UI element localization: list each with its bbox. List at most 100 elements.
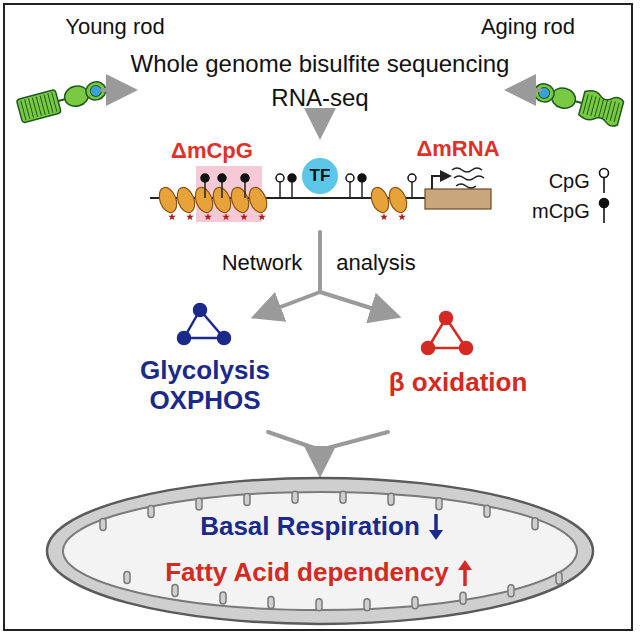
ellipse-shape	[386, 185, 410, 215]
rect-shape	[340, 491, 346, 503]
path-shape	[429, 530, 443, 540]
path-shape	[186, 213, 194, 220]
legend: CpG mCpG	[532, 166, 612, 226]
circle-shape	[276, 174, 284, 182]
line-shape	[614, 103, 619, 122]
rect-shape	[268, 597, 274, 609]
rect-shape	[532, 518, 538, 530]
path-shape	[398, 213, 406, 220]
line-shape	[434, 514, 438, 532]
rect-shape	[460, 592, 466, 604]
path-shape	[456, 184, 476, 188]
line-shape	[411, 182, 413, 198]
circle-shape	[599, 199, 608, 208]
label: β oxidation	[389, 368, 528, 398]
lollipop-symbol	[596, 197, 612, 225]
rect-shape	[244, 493, 250, 505]
rect-shape	[316, 599, 322, 611]
line-shape	[52, 92, 57, 111]
line-shape	[32, 98, 37, 117]
legend-row: CpG	[532, 166, 612, 196]
label: Whole genome bisulfite sequencing	[131, 50, 510, 78]
circle-shape	[288, 174, 296, 182]
line-shape	[575, 101, 582, 103]
ellipse-shape	[47, 478, 593, 624]
rect-shape	[100, 518, 106, 530]
aging-rod	[521, 74, 624, 128]
line-shape	[58, 99, 65, 101]
red-network	[422, 312, 472, 354]
line-shape	[320, 292, 390, 314]
tf-circle: TF	[302, 158, 338, 194]
line-shape	[44, 94, 49, 113]
line-shape	[603, 207, 605, 223]
mitochondrion: Basal RespirationFatty Acid dependency	[45, 476, 595, 626]
rect-shape	[388, 493, 394, 505]
mrna-waves	[452, 168, 484, 188]
circle-shape	[241, 174, 249, 182]
rect-shape	[124, 572, 130, 584]
rect-shape	[364, 599, 370, 611]
line-shape	[244, 182, 246, 198]
path-shape	[258, 213, 266, 220]
line-shape	[361, 182, 363, 198]
circle-shape	[218, 174, 226, 182]
rect-shape	[292, 491, 298, 503]
line-shape	[318, 232, 322, 292]
line-shape	[268, 432, 320, 450]
circle-shape	[599, 169, 608, 178]
ellipse-shape	[156, 185, 180, 215]
path-shape	[454, 176, 484, 180]
line-shape	[583, 94, 588, 113]
g-shape	[583, 94, 619, 122]
label: Network	[222, 250, 303, 275]
line-shape	[318, 450, 322, 466]
young-rod	[16, 74, 118, 123]
chromatin	[150, 166, 491, 222]
rect-shape	[508, 585, 514, 597]
path-shape	[168, 213, 176, 220]
line-shape	[204, 182, 206, 198]
rect-shape	[484, 505, 490, 517]
decrease-arrow	[426, 512, 446, 542]
line-shape	[603, 177, 605, 193]
circle-shape	[440, 312, 452, 324]
promoter-arrow	[432, 176, 446, 189]
ellipse-shape	[532, 82, 556, 105]
line-shape	[606, 101, 611, 120]
circle-shape	[194, 304, 206, 316]
flow-arrows	[102, 90, 540, 466]
line-shape	[463, 568, 467, 586]
path-shape	[578, 89, 624, 127]
node-text: Fatty Acid dependency	[165, 558, 449, 588]
label: ΔmCpG	[171, 138, 253, 163]
label: ΔmRNA	[416, 136, 499, 161]
line-shape	[318, 114, 322, 128]
rect-shape	[196, 498, 202, 510]
path-shape	[240, 213, 248, 220]
label: Aging rod	[481, 14, 575, 39]
line-shape	[349, 182, 351, 198]
circle-shape	[422, 342, 434, 354]
rect-shape	[16, 89, 61, 123]
circle-shape	[346, 174, 354, 182]
g-shape	[156, 185, 410, 220]
ellipse-shape	[192, 185, 216, 215]
label: Young rod	[65, 14, 165, 39]
circle-shape	[201, 174, 209, 182]
mitochondrion-outline	[45, 476, 595, 626]
path-shape	[380, 213, 388, 220]
blue-network	[178, 304, 230, 344]
circle-shape	[178, 332, 190, 344]
node-text: TF	[310, 166, 331, 186]
path-shape	[452, 168, 482, 172]
line-shape	[40, 96, 45, 115]
circle-shape	[408, 174, 416, 182]
legend-text: CpG	[549, 170, 590, 193]
path-shape	[204, 213, 212, 220]
line-shape	[587, 95, 592, 114]
line-shape	[320, 432, 388, 450]
ellipse-shape	[368, 185, 392, 215]
line-shape	[102, 88, 126, 92]
legend-row: mCpG	[532, 196, 612, 226]
